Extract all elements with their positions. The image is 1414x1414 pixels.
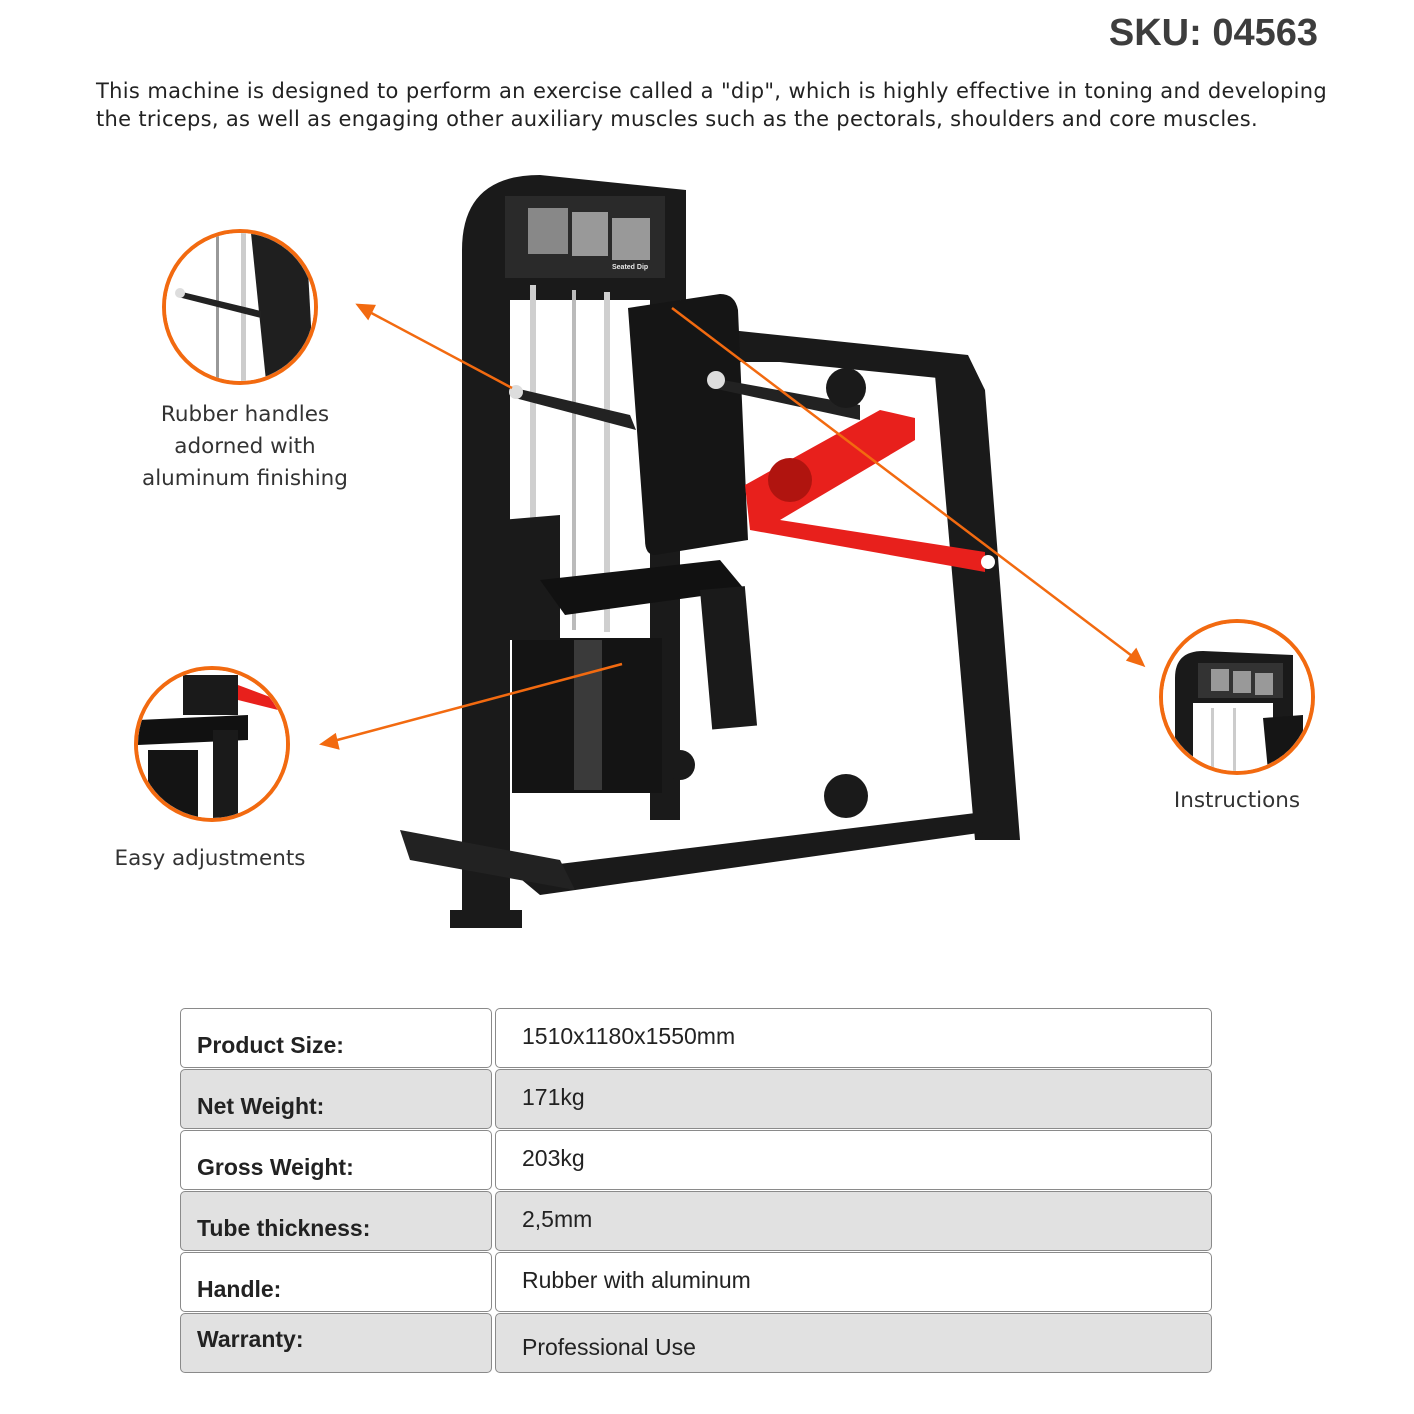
handles-callout-label: Rubber handles adorned with aluminum fin… (114, 399, 376, 495)
handles-detail-image (162, 229, 318, 385)
spec-label: Handle: (197, 1276, 282, 1302)
product-image (319, 175, 1146, 928)
spec-row-handle: Handle: Rubber with aluminum (180, 1252, 1212, 1313)
spec-label: Product Size: (197, 1032, 344, 1058)
spec-value: 171kg (522, 1084, 585, 1110)
machine-frame (400, 175, 1020, 928)
spec-table: Product Size: 1510x1180x1550mm Net Weigh… (180, 1008, 1212, 1374)
handles-callout-line-2: adorned with (174, 434, 316, 459)
spec-row-gross-weight: Gross Weight: 203kg (180, 1130, 1212, 1191)
spec-label: Net Weight: (197, 1093, 325, 1119)
spec-row-product-size: Product Size: 1510x1180x1550mm (180, 1008, 1212, 1069)
sku-label: SKU: 04563 (1108, 12, 1318, 54)
spec-row-tube-thickness: Tube thickness: 2,5mm (180, 1191, 1212, 1252)
instructions-callout-label: Instructions (1173, 788, 1301, 813)
handles-callout-line-1: Rubber handles (160, 402, 330, 427)
product-description: This machine is designed to perform an e… (96, 79, 1327, 131)
spec-value: Professional Use (522, 1334, 696, 1360)
handles-callout-line-3: aluminum finishing (142, 466, 348, 491)
spec-label: Gross Weight: (197, 1154, 354, 1180)
spec-value: 2,5mm (522, 1206, 593, 1232)
spec-row-net-weight: Net Weight: 171kg (180, 1069, 1212, 1130)
spec-value: 1510x1180x1550mm (522, 1023, 736, 1049)
spec-value: 203kg (522, 1145, 585, 1171)
adjustments-callout-label: Easy adjustments (114, 846, 306, 871)
spec-row-warranty: Warranty: Professional Use (180, 1313, 1212, 1374)
spec-label: Tube thickness: (197, 1215, 371, 1241)
callout-arrows (319, 303, 1146, 750)
instruction-panel-caption: Seated Dip (612, 264, 649, 271)
adjustments-detail-image (134, 666, 290, 822)
lever-arm (745, 410, 995, 572)
instructions-detail-image (1159, 619, 1315, 775)
spec-value: Rubber with aluminum (522, 1267, 751, 1293)
spec-label: Warranty: (197, 1326, 304, 1352)
